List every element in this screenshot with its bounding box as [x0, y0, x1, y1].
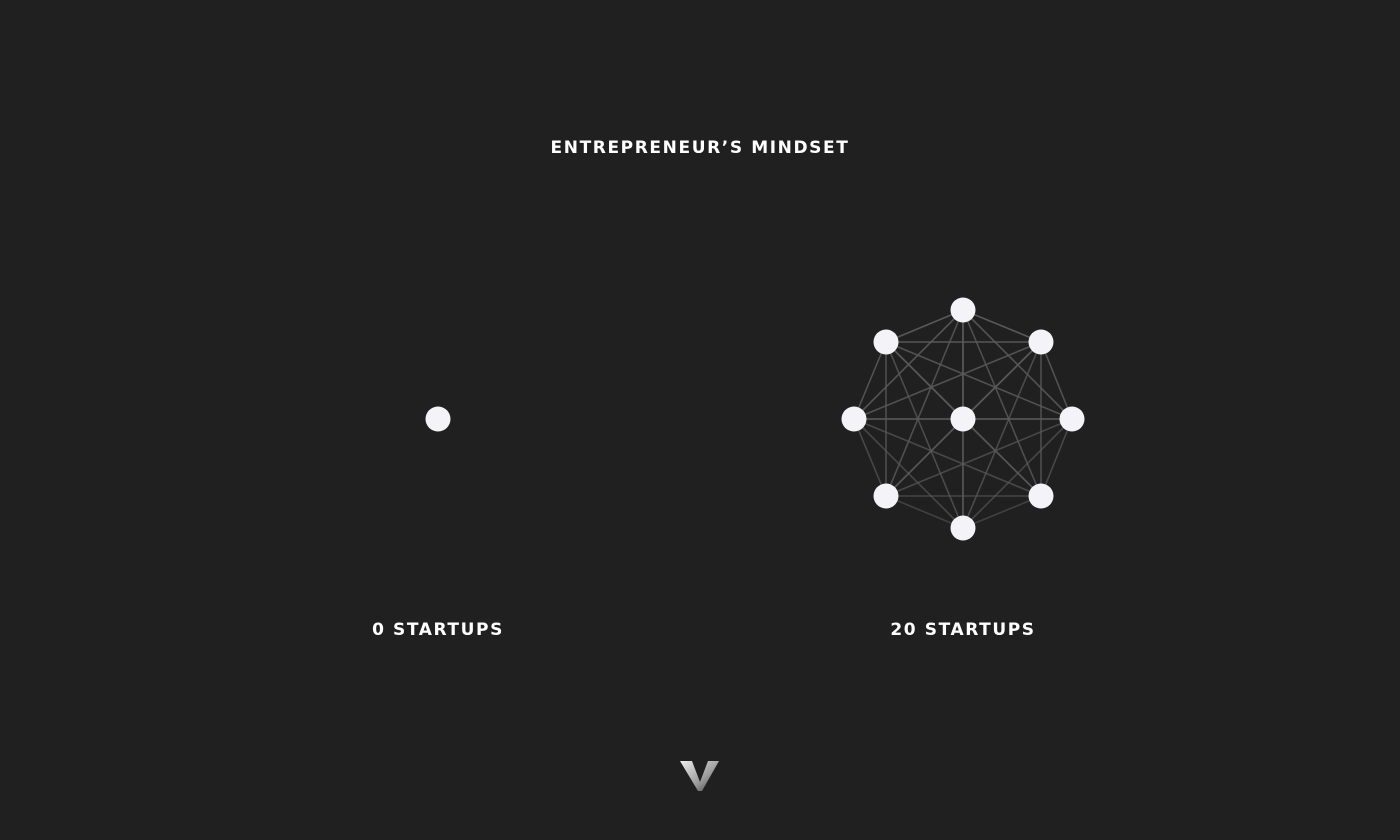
network-edge: [885, 341, 1073, 420]
left-label: 0 STARTUPS: [372, 620, 504, 640]
network-edge: [1040, 418, 1073, 497]
network-edge: [885, 418, 1073, 497]
network-edge: [885, 341, 964, 529]
network-edge: [853, 341, 887, 420]
network-edge: [1040, 341, 1073, 420]
right-node-5: [950, 515, 976, 541]
right-node-7: [841, 406, 867, 432]
left-network: [425, 406, 451, 432]
right-node-4: [1028, 483, 1054, 509]
network-edge: [853, 418, 1042, 497]
network-edge: [962, 418, 1042, 497]
network-edge: [962, 495, 1042, 529]
network-edge: [962, 341, 1042, 420]
right-network-nodes: [841, 297, 1085, 541]
network-edge: [962, 309, 1042, 497]
network-edge: [885, 495, 964, 529]
network-edge: [885, 309, 964, 343]
right-node-9: [950, 406, 976, 432]
right-node-1: [950, 297, 976, 323]
right-label: 20 STARTUPS: [890, 620, 1036, 640]
right-node-3: [1059, 406, 1085, 432]
network-edge: [853, 341, 1042, 420]
network-edge: [885, 341, 964, 420]
network-edge: [885, 418, 964, 497]
page-title: ENTREPRENEUR’S MINDSET: [550, 138, 850, 158]
network-edge: [853, 418, 887, 497]
right-node-6: [873, 483, 899, 509]
network-edge: [962, 341, 1042, 529]
network-edge: [885, 309, 964, 497]
right-node-8: [873, 329, 899, 355]
left-node: [425, 406, 451, 432]
right-node-2: [1028, 329, 1054, 355]
v-logo-icon: [680, 761, 719, 791]
network-edge: [962, 309, 1042, 343]
